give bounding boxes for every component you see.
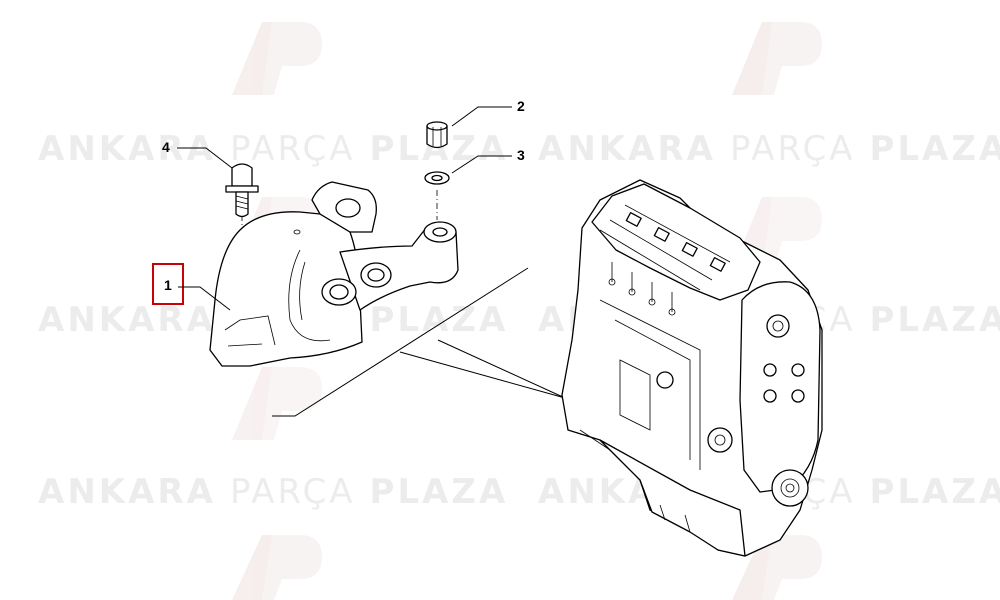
leader-line	[451, 106, 512, 127]
callout-label: 2	[517, 98, 525, 114]
bolt-part-4	[225, 163, 259, 330]
engine-mount-part-1	[209, 181, 459, 367]
watermark-logo	[232, 22, 322, 95]
nut-part-2	[426, 121, 448, 149]
watermark-logo	[732, 22, 822, 95]
washer-part-3	[424, 171, 450, 220]
projection-lines	[272, 267, 566, 417]
callout-label: 4	[162, 139, 170, 155]
callout-4[interactable]: 4	[162, 139, 233, 169]
watermark-logo	[232, 535, 322, 600]
callout-label: 3	[517, 147, 525, 163]
engine-block	[561, 179, 823, 557]
callout-2[interactable]: 2	[451, 98, 525, 127]
callout-highlight-box	[152, 263, 184, 305]
leader-line	[451, 155, 512, 174]
callout-1[interactable]: 1	[152, 263, 231, 311]
watermark-logo	[232, 367, 322, 440]
watermark-logo	[732, 535, 822, 600]
callout-3[interactable]: 3	[451, 147, 525, 174]
leader-line	[178, 286, 231, 311]
leader-line	[177, 147, 233, 169]
callout-label: 1	[164, 277, 172, 293]
